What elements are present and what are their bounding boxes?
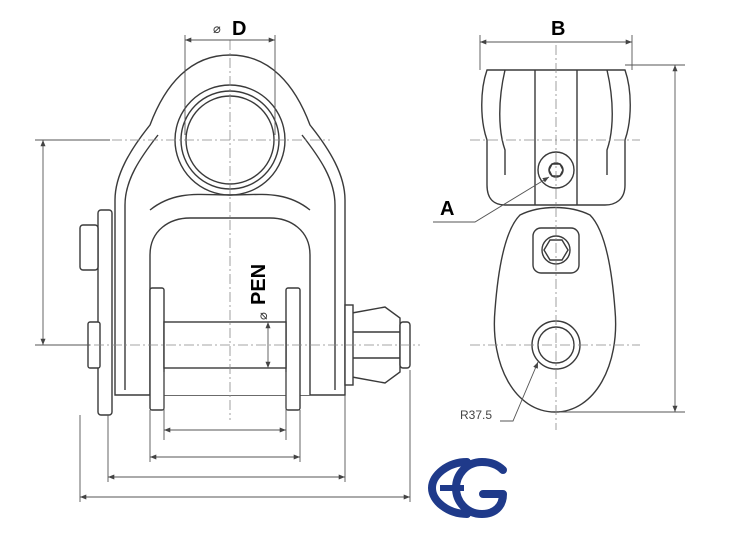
left-washer-plate — [97, 209, 113, 416]
swivel-plate — [493, 206, 617, 413]
left-washer-tab — [79, 224, 99, 271]
dim-d-label: D — [232, 18, 246, 40]
callout-a-label: A — [440, 198, 454, 220]
pen-label: PEN — [248, 264, 270, 305]
dim-b-label: B — [551, 18, 565, 40]
shackle-contour-left — [124, 134, 159, 390]
cheek-plate-left — [149, 287, 165, 411]
radius-label: R37.5 — [460, 408, 492, 422]
front-dimensions — [35, 35, 411, 502]
clevis-groove-left — [499, 69, 506, 175]
bolt-a-hex — [548, 163, 564, 177]
shackle-contour-right — [301, 134, 336, 390]
logo-g — [452, 458, 507, 518]
logo-e — [427, 458, 471, 518]
front-view — [79, 54, 411, 416]
dim-d-symbol: ⌀ — [213, 22, 221, 37]
eg-logo — [427, 458, 507, 518]
side-centerlines — [470, 45, 640, 430]
front-centerlines — [40, 40, 420, 420]
clevis-groove-right — [606, 69, 613, 175]
side-dimensions — [433, 35, 685, 422]
pen-symbol: ⌀ — [256, 312, 271, 320]
middle-bolt-hex — [543, 239, 569, 261]
cheek-plate-right — [285, 287, 301, 411]
